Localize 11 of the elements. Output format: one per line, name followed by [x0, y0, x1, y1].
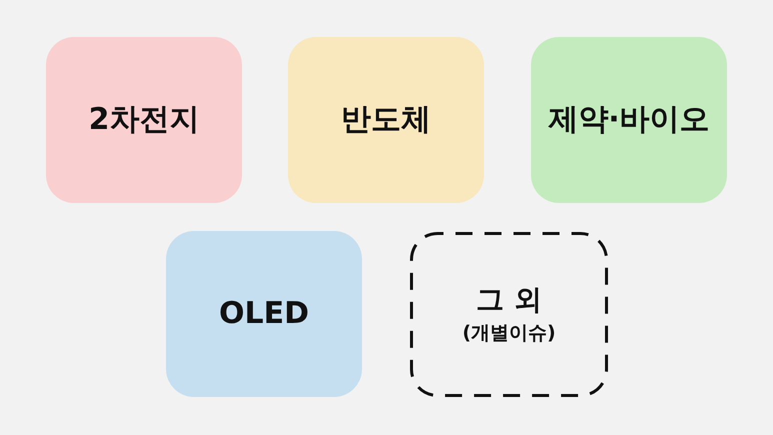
category-label: 제약·바이오 [548, 102, 710, 138]
category-box [166, 231, 362, 397]
category-label: 반도체 [341, 102, 431, 138]
category-box [531, 37, 727, 203]
dashed-box [410, 232, 608, 397]
category-label: OLED [218, 296, 309, 332]
category-box [288, 37, 484, 203]
category-label: 2차전지 [88, 102, 200, 138]
note-text: (개별이슈) [462, 322, 556, 345]
category-box [46, 37, 242, 203]
category-label: 그 외 [476, 284, 542, 317]
